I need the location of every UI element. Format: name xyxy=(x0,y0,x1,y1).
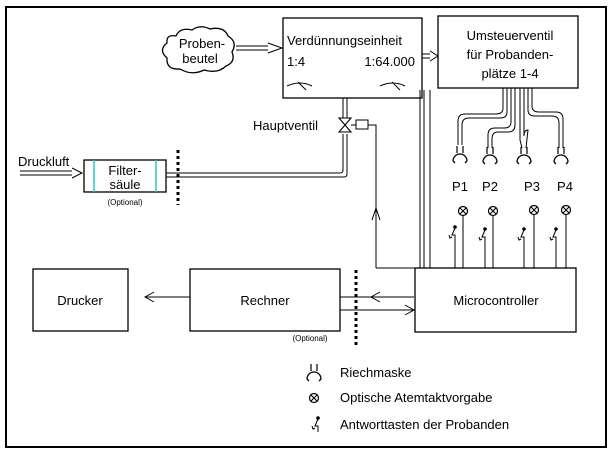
valve-symbol-right xyxy=(379,81,406,91)
bag-to-dilution-pipe xyxy=(236,42,284,54)
umsteuerventil-label-2: für Probanden- xyxy=(467,47,554,62)
antworttaste-icon-p1 xyxy=(448,224,458,242)
druckluft-supply: Druckluft xyxy=(18,154,84,179)
druckluft-label: Druckluft xyxy=(18,154,70,169)
rechner-microcontroller-link xyxy=(340,291,416,316)
hauptventil-label: Hauptventil xyxy=(253,118,318,133)
microcontroller-box: Microcontroller xyxy=(414,267,577,333)
valve-actuator-icon xyxy=(355,119,369,130)
label-p4: P4 xyxy=(557,179,573,194)
rechner-box: Rechner (Optional) xyxy=(189,268,341,343)
valve-symbol-left xyxy=(286,81,313,91)
probenbeutel-label-2: beutel xyxy=(182,51,218,66)
verduennungseinheit-box: Verdünnungseinheit 1:4 1:64.000 xyxy=(282,17,423,99)
optische-atemtaktvorgabe-icon-p2 xyxy=(487,205,499,217)
mask-supply-pipes xyxy=(457,88,564,149)
dilution-to-switchvalve-pipe xyxy=(422,50,439,62)
riechmaske-icon xyxy=(306,363,322,382)
umsteuerventil-label-3: plätze 1-4 xyxy=(481,66,538,81)
verduennungseinheit-title: Verdünnungseinheit xyxy=(287,33,402,48)
legend-atemtaktvorgabe: Optische Atemtaktvorgabe xyxy=(340,390,492,405)
control-arrow-up xyxy=(371,206,381,221)
antworttaste-icon-p4 xyxy=(549,226,559,244)
legend-riechmaske: Riechmaske xyxy=(340,365,412,380)
verduennung-ratio-low: 1:4 xyxy=(287,54,305,69)
filtersaeule-optional: (Optional) xyxy=(107,198,142,207)
outer-frame xyxy=(5,6,607,448)
drucker-label: Drucker xyxy=(57,293,103,308)
filtersaeule-label-1: Filter- xyxy=(108,163,141,178)
riechmaske-icon-p4 xyxy=(553,146,569,165)
antworttaste-icon-p2 xyxy=(478,226,488,244)
legend: Riechmaske Optische Atemtaktvorgabe Antw… xyxy=(306,363,509,433)
umsteuerventil-label-1: Umsteuerventil xyxy=(467,28,554,43)
optische-atemtaktvorgabe-icon xyxy=(308,392,320,404)
legend-antworttasten: Antworttasten der Probanden xyxy=(340,417,509,432)
rechner-optional: (Optional) xyxy=(292,334,327,343)
antworttaste-icon-p3 xyxy=(517,226,527,244)
filtersaeule-label-2: säule xyxy=(109,177,140,192)
rechner-label: Rechner xyxy=(240,293,290,308)
riechmaske-icon-p2 xyxy=(482,146,498,165)
drucker-box: Drucker xyxy=(32,268,129,332)
filter-accent-lines xyxy=(93,160,157,192)
umsteuerventil-box: Umsteuerventil für Probanden- plätze 1-4 xyxy=(437,15,579,89)
valve-icon xyxy=(337,117,353,133)
label-p3: P3 xyxy=(524,179,540,194)
filtersaeule-box: Filter- säule (Optional) xyxy=(83,159,167,207)
microcontroller-signal-lines xyxy=(419,90,567,268)
label-p1: P1 xyxy=(452,179,468,194)
microcontroller-label: Microcontroller xyxy=(453,293,539,308)
optische-atemtaktvorgabe-icon-p3 xyxy=(528,204,540,216)
filter-to-mainvalve-pipe xyxy=(166,134,348,178)
probenbeutel-label-1: Proben- xyxy=(179,36,225,51)
optische-atemtaktvorgabe-icon-p4 xyxy=(560,204,572,216)
antworttaste-icon xyxy=(311,415,321,433)
label-p2: P2 xyxy=(482,179,498,194)
riechmaske-icon-p3 xyxy=(516,146,532,165)
probenbeutel-bag: Proben- beutel xyxy=(161,26,235,74)
riechmaske-icon-p1 xyxy=(452,145,468,164)
rechner-to-drucker-line xyxy=(143,291,190,303)
optische-atemtaktvorgabe-icon-p1 xyxy=(457,205,469,217)
verduennung-ratio-high: 1:64.000 xyxy=(364,54,415,69)
hauptventil: Hauptventil xyxy=(253,98,420,269)
